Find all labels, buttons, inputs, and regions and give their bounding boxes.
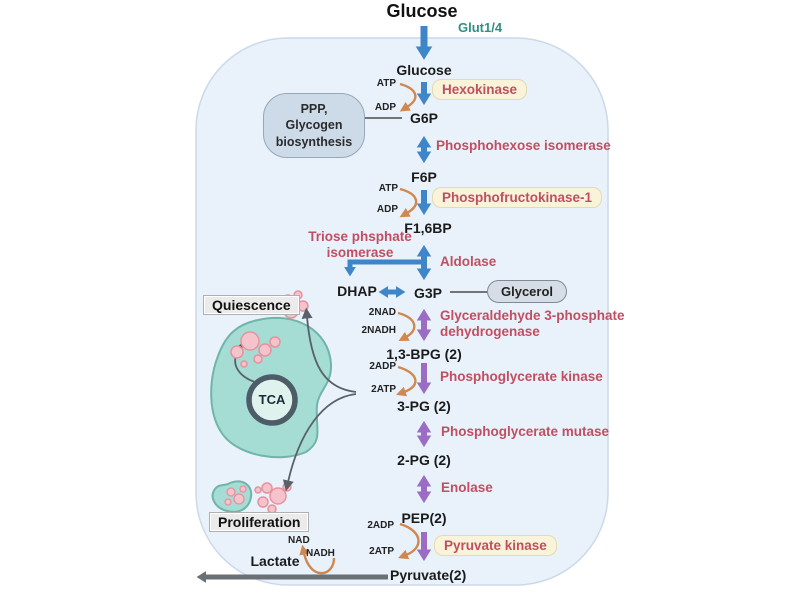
blue-arrows xyxy=(343,26,433,299)
pyruvate-kinase-label: Pyruvate kinase xyxy=(434,535,557,556)
pgm-label: Phosphoglycerate mutase xyxy=(441,424,610,439)
glucose-label: Glucose xyxy=(396,62,452,78)
pyruvate-label: Pyruvate(2) xyxy=(390,567,467,583)
2adp-label-pgk: 2ADP xyxy=(369,361,396,372)
pfk1-atp-adp-arrow xyxy=(399,187,418,218)
f16bp-to-dhap-branch-arrow xyxy=(343,259,422,277)
2nad-label: 2NAD xyxy=(368,307,396,318)
f6p-label: F6P xyxy=(411,169,437,185)
pfk1-label: Phosphofructokinase-1 xyxy=(432,187,603,208)
ppp-glycogen-box: PPP, Glycogen biosynthesis xyxy=(263,93,365,158)
2adp-label-pk: 2ADP xyxy=(367,520,394,531)
nadh-label-ldh: NADH xyxy=(306,548,335,559)
dhap-label: DHAP xyxy=(337,283,377,299)
lactate-label: Lactate xyxy=(250,553,300,569)
13bpg-label: 1,3-BPG (2) xyxy=(386,346,462,362)
atp-label-pfk1: ATP xyxy=(378,183,398,194)
gapdh-label: Glyceraldehyde 3-phosphate dehydrogenase xyxy=(440,308,625,339)
aldolase-label: Aldolase xyxy=(440,254,497,269)
ldh-nadh-nad-arrow xyxy=(299,544,336,575)
glucose-extracellular-label: Glucose xyxy=(386,1,458,21)
pgk-adp-atp-arrow xyxy=(395,365,417,397)
nad-label-ldh: NAD xyxy=(288,535,310,546)
g6p-label: G6P xyxy=(409,110,439,126)
adp-label-pfk1: ADP xyxy=(376,204,398,215)
proliferating-cell xyxy=(211,480,253,513)
gapdh-nad-nadh-arrow xyxy=(397,311,416,342)
pgk-label: Phosphoglycerate kinase xyxy=(440,369,603,384)
2atp-label-pgk: 2ATP xyxy=(371,384,396,395)
glycerol-box: Glycerol xyxy=(487,280,568,303)
atp-label-hexokinase: ATP xyxy=(376,78,396,89)
f16bp-label: F1,6BP xyxy=(404,220,452,236)
triose-phosphate-isomerase-label: Triose phsphate isomerase xyxy=(308,229,412,260)
2nadh-label: 2NADH xyxy=(361,325,396,336)
2atp-label-pk: 2ATP xyxy=(369,546,394,557)
glut1-4-label: Glut1/4 xyxy=(458,20,503,35)
branch-to-quiescence-arrow xyxy=(301,307,357,393)
quiescent-cell xyxy=(210,316,333,459)
hexokinase-atp-adp-arrow xyxy=(399,82,417,112)
hexokinase-label: Hexokinase xyxy=(432,79,528,100)
quiescence-box: Quiescence xyxy=(203,295,300,315)
phosphohexose-isomerase-label: Phosphohexose isomerase xyxy=(436,138,611,153)
tca-cycle-circle xyxy=(246,374,298,426)
cofactor-arrows xyxy=(299,82,420,575)
g3p-label: G3P xyxy=(413,285,443,301)
lipid-droplets-in-cell xyxy=(230,331,281,368)
tca-label: TCA xyxy=(258,392,286,407)
branch-to-proliferation-arrow xyxy=(282,393,357,492)
pep-label: PEP(2) xyxy=(401,510,447,526)
proliferation-box: Proliferation xyxy=(209,512,310,532)
adp-label-hexokinase: ADP xyxy=(374,102,396,113)
enolase-label: Enolase xyxy=(441,480,493,495)
3pg-label: 3-PG (2) xyxy=(397,398,451,414)
pk-adp-atp-arrow xyxy=(398,522,420,560)
2pg-label: 2-PG (2) xyxy=(397,452,451,468)
